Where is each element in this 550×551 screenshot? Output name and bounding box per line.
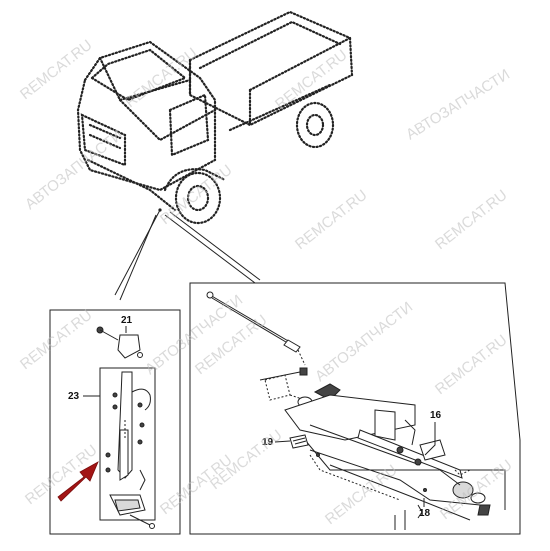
watermark: REMCAT.RU	[432, 187, 511, 254]
leader-line-right-2	[169, 211, 261, 281]
truck-illustration	[76, 10, 354, 225]
watermark: АВТОЗАПЧАСТИ	[22, 127, 126, 214]
watermark: REMCAT.RU	[432, 332, 511, 399]
watermark: REMCAT.RU	[17, 307, 96, 374]
leader-line-left-2	[119, 214, 157, 301]
shift-cable-linkage	[206, 291, 506, 530]
callout-21: 21	[121, 315, 133, 326]
leader-line-right	[164, 214, 256, 284]
watermark: REMCAT.RU	[157, 162, 236, 229]
watermark: REMCAT.RU	[17, 37, 96, 104]
detail-box-right	[189, 282, 521, 535]
pointer-arrow	[57, 461, 99, 502]
callout-23: 23	[68, 391, 80, 402]
watermark: REMCAT.RU	[292, 187, 371, 254]
detail-box-left	[49, 309, 181, 535]
shift-lever-assembly	[96, 326, 156, 529]
callout-16: 16	[430, 410, 442, 421]
watermark: REMCAT.RU	[322, 462, 401, 529]
callout-18: 18	[419, 508, 431, 519]
watermark: АВТОЗАПЧАСТИ	[403, 66, 513, 143]
watermark: АВТОЗАПЧАСТИ	[312, 299, 416, 386]
callout-19: 19	[262, 437, 274, 448]
